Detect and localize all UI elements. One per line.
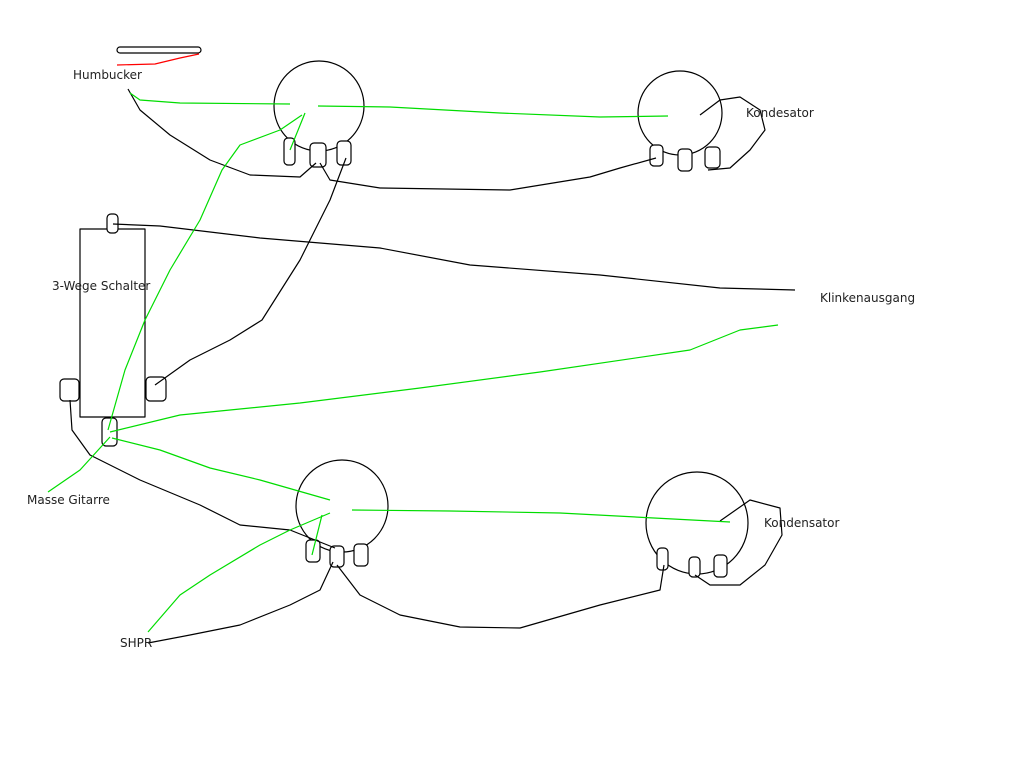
green-wire [147,512,331,633]
black-wire [147,561,334,644]
green-wire [289,112,306,151]
green-wire [317,105,669,118]
capacitor-bottom [694,499,783,586]
green-wire [129,92,291,105]
tone-pot-top [637,70,723,156]
switch-lug [59,378,80,402]
switch-lug [145,376,167,402]
capacitor-top-label: Kondesator [746,106,814,120]
pot-lug [329,545,345,568]
output-jack-label: Klinkenausgang [820,291,916,305]
green-wire [107,114,303,431]
switch-label: 3-Wege Schalter [52,279,151,293]
humbucker-pickup [116,46,202,54]
pot-lug [336,140,352,166]
black-wire [127,88,317,178]
pot-lug [713,554,728,578]
pot-lug [353,543,369,567]
switch-lug [106,213,119,234]
pot-lug [704,146,721,169]
black-wire [319,157,657,191]
pot-lug [656,547,669,571]
green-wire [111,437,331,501]
switch-lug [101,417,118,447]
black-wire [112,223,796,291]
capacitor-top [699,96,766,171]
pot-lug [649,144,664,167]
pot-lug [688,556,701,578]
green-wire [311,514,323,556]
three-way-switch [79,228,146,418]
black-wire [336,564,665,629]
capacitor-bottom-label: Kondensator [764,516,840,530]
black-wire [69,399,336,549]
humbucker-red-wire [116,53,200,66]
ground-label: Masse Gitarre [27,493,110,507]
single-coil-label: SHPR [120,636,153,650]
green-wire [47,436,111,493]
humbucker-label: Humbucker [73,68,142,82]
green-wire [351,509,731,523]
pot-lug [309,142,327,168]
pot-lug [677,148,693,172]
black-wire [154,157,347,386]
green-wire [109,324,779,433]
